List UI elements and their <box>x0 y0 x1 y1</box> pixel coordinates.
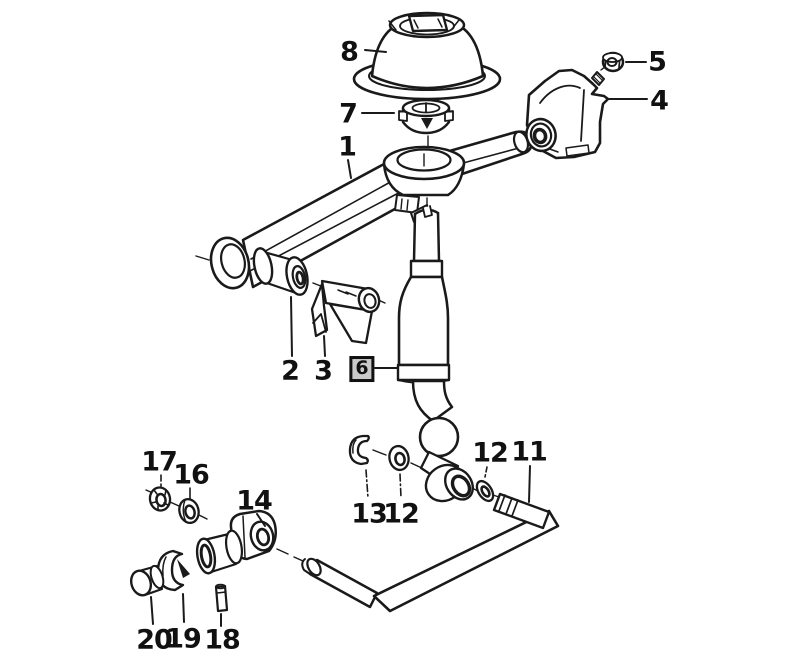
part-callout-4[interactable]: 4 <box>650 85 669 117</box>
part-callout-17[interactable]: 17 <box>141 446 178 478</box>
part-callout-20[interactable]: 20 <box>136 624 173 656</box>
part-callout-11[interactable]: 11 <box>511 436 548 468</box>
part-7-bushing <box>398 98 454 135</box>
part-2-bushing <box>252 247 309 296</box>
part-18-pin <box>214 583 229 613</box>
part-callout-13[interactable]: 13 <box>351 498 388 530</box>
part-callout-3[interactable]: 3 <box>314 355 333 387</box>
part-14-joint-block <box>195 509 277 575</box>
part-callout-14[interactable]: 14 <box>236 485 273 517</box>
part-4-bracket <box>525 68 610 160</box>
part-callout-19[interactable]: 19 <box>165 623 202 655</box>
part-13-clip <box>348 434 370 466</box>
part-12-washer-left <box>388 444 410 472</box>
part-callout-12-left[interactable]: 12 <box>383 498 420 530</box>
part-5-nut <box>601 51 625 73</box>
part-12-washer-right <box>475 479 495 503</box>
part-callout-12-right[interactable]: 12 <box>472 437 509 469</box>
part-callout-2[interactable]: 2 <box>281 355 300 387</box>
part-callout-8[interactable]: 8 <box>340 36 359 68</box>
part-callout-6-highlighted[interactable]: 6 <box>349 356 375 382</box>
part-8-bearing-boot <box>352 11 502 101</box>
part-callout-7[interactable]: 7 <box>339 98 358 130</box>
part-16-washer <box>178 497 200 525</box>
part-callout-1[interactable]: 1 <box>338 131 357 163</box>
part-17-lock-washer <box>148 486 172 512</box>
part-3-clip <box>310 279 381 345</box>
part-callout-16[interactable]: 16 <box>173 459 210 491</box>
part-1-shift-lever <box>209 130 533 290</box>
part-20-cap <box>129 564 165 597</box>
part-callout-5[interactable]: 5 <box>648 46 667 78</box>
part-6-selector-rod <box>396 205 475 503</box>
part-callout-18[interactable]: 18 <box>204 624 241 656</box>
leader-lines <box>150 49 648 627</box>
part-11-connecting-rod <box>301 492 560 613</box>
